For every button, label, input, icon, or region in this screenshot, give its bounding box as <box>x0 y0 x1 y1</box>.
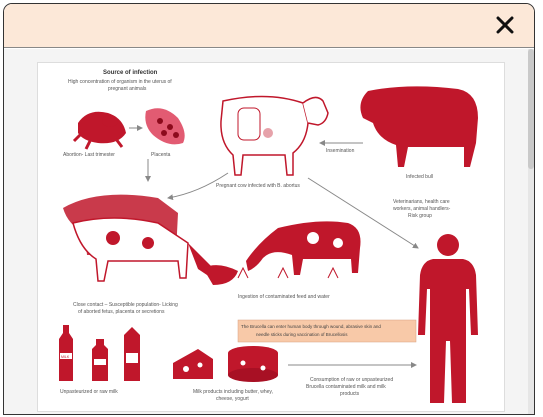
milk-bottles-illustration: MILK <box>59 325 140 381</box>
scrollbar-thumb[interactable] <box>528 49 534 169</box>
infected-bull-label: Infected bull <box>406 174 433 180</box>
insemination-label: Insemination <box>326 148 355 154</box>
risk-group-label-3: Risk group <box>408 213 432 219</box>
human-silhouette <box>418 234 478 403</box>
close-icon[interactable] <box>492 12 518 38</box>
consumption-label-3: products <box>340 391 360 397</box>
consumption-label-2: Brucella contaminated milk and milk <box>306 384 386 390</box>
scrollbar-track[interactable] <box>528 49 534 415</box>
milk-label: MILK <box>61 355 70 359</box>
source-title: Source of infection <box>103 70 158 76</box>
infected-bull-illustration <box>360 86 478 167</box>
risk-group-label-1: Veterinarians, health care <box>393 199 450 205</box>
pregnant-cow-label: Pregnant cow infected with B. abortus <box>216 183 300 189</box>
aborted-fetus-illustration <box>74 112 126 149</box>
source-desc-2: pregnant animals <box>108 86 147 92</box>
close-contact-label-1: Close contact – Susceptible population- … <box>73 302 178 308</box>
ingestion-label: Ingestion of contaminated feed and water <box>238 294 330 300</box>
modal-header <box>4 4 534 48</box>
risk-group-label-2: workers, animal handlers- <box>393 206 451 212</box>
raw-milk-label: Unpasteurized or raw milk <box>60 389 118 395</box>
image-modal: Source of infection High concentration o… <box>3 3 535 415</box>
modal-body: Source of infection High concentration o… <box>4 49 534 415</box>
cheese-illustration <box>173 346 278 382</box>
cow-herd-illustration <box>63 195 238 285</box>
pregnant-cow-illustration <box>221 96 328 175</box>
milk-products-label-2: cheese, yogurt <box>216 396 249 402</box>
close-button[interactable] <box>492 12 518 38</box>
milk-products-label-1: Milk products including butter, whey, <box>193 389 273 395</box>
placenta-illustration <box>145 108 184 144</box>
consumption-label-1: Consumption of raw or unpasteurized <box>310 377 393 383</box>
placenta-label: Placenta <box>151 152 171 158</box>
grazing-cow-illustration <box>238 221 361 278</box>
brucellosis-diagram: Source of infection High concentration o… <box>38 63 506 413</box>
entry-note-1: The Brucella can enter human body throug… <box>241 324 381 329</box>
entry-note-2: needle sticks during vaccination of Bruc… <box>256 332 348 337</box>
abortion-label: Abortion- Last trimester <box>63 152 115 158</box>
brucellosis-figure: Source of infection High concentration o… <box>37 62 505 412</box>
source-desc-1: High concentration of organism in the ut… <box>68 79 172 85</box>
close-contact-label-2: of aborted fetus, placenta or secretions <box>78 309 165 315</box>
